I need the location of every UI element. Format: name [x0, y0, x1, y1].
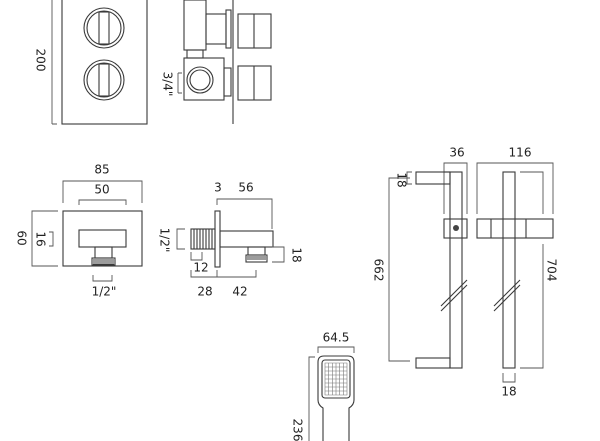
- arm-label: 18: [395, 172, 409, 187]
- rail-length-label: 704: [545, 259, 559, 282]
- riser-rail-front: 116 704 18: [476, 146, 559, 399]
- wall-outlet-front: 85 50 60 16 1/2": [15, 163, 143, 299]
- rail-width-label: 116: [509, 146, 532, 160]
- valve-height-label: 200: [34, 49, 48, 72]
- thread-length-label: 12: [193, 261, 208, 275]
- rail-depth-label: 36: [449, 146, 464, 160]
- hand-shower: 64.5 236: [291, 331, 355, 441]
- valve-side: 3/4": [161, 0, 272, 124]
- outlet-height-label: 60: [15, 230, 29, 245]
- outlet-depth-label: 56: [238, 181, 253, 195]
- screw-icon: [453, 225, 459, 231]
- control-knob-icon: [83, 59, 125, 101]
- bar-width-label: 18: [501, 385, 516, 399]
- inlet-size-label: 3/4": [161, 72, 175, 97]
- outlet-thread-label: 1/2": [92, 285, 117, 299]
- side-thread-label: 1/2": [158, 228, 172, 253]
- control-knob-icon: [83, 7, 125, 49]
- outlet-inner-width-label: 50: [94, 183, 109, 197]
- outlet-width-label: 85: [94, 163, 109, 177]
- spray-nozzles: [324, 362, 348, 396]
- rear-length-label: 28: [197, 285, 212, 299]
- handset-length-label: 236: [291, 419, 305, 441]
- riser-rail-side: 36 18 662: [372, 146, 468, 369]
- rail-centres-label: 662: [372, 259, 386, 282]
- handset-width-label: 64.5: [323, 331, 350, 345]
- flange-label: 3: [214, 181, 222, 195]
- outlet-inner-height-label: 16: [34, 231, 48, 246]
- outlet-drop-label: 18: [290, 247, 304, 262]
- wall-outlet-side: 3 56 1/2" 12 18 28 42: [158, 181, 304, 299]
- valve-plate-front: 200: [34, 0, 148, 125]
- outlet-offset-label: 42: [232, 285, 247, 299]
